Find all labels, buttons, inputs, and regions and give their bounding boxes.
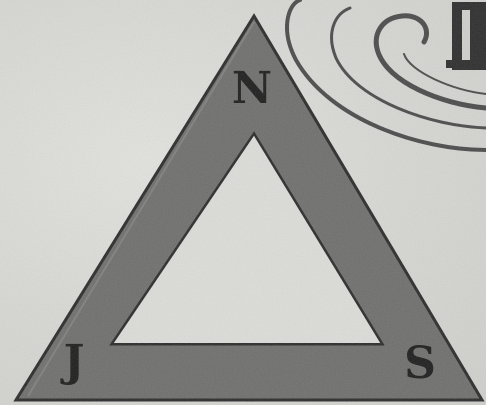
- emblem-graphic: N J S: [0, 0, 486, 405]
- emblem-canvas: N J S: [0, 0, 486, 405]
- paper-grain-texture: [0, 0, 486, 405]
